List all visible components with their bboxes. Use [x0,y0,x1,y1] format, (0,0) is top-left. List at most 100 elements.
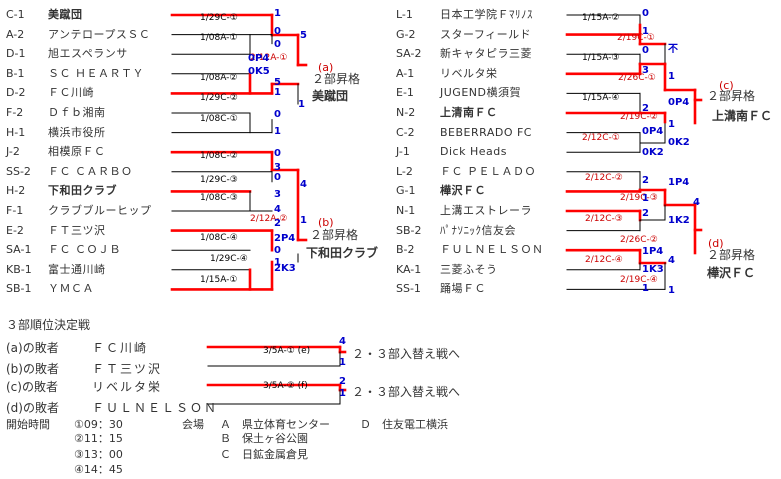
seed-code: SS-2 [6,164,31,178]
match-label: 2/19C-① [617,33,655,43]
playoff-team: リベルタ栄 [92,380,163,394]
team-name: Ｄｆｂ湘南 [48,106,106,119]
match-label: 3/5A-② (f) [263,381,308,391]
score-label: 5 [274,77,281,88]
team-name: ＹＭＣＡ [48,282,94,296]
match-label: 2/12C-① [582,133,620,143]
match-label: 1/15A-④ [582,93,620,103]
promotion-label: (a) [318,61,334,74]
match-label: 1/08C-② [200,151,238,161]
score-label: 1 [642,283,649,294]
seed-code: A-1 [396,66,415,80]
team-name: ＦＣ ＰＥＬＡＤＯ [440,164,536,178]
team-name: クラブブルーヒップ [48,204,152,217]
match-label: 1/08C-④ [200,233,238,243]
score-label: 0 [274,245,281,256]
seed-code: C-1 [6,8,25,21]
venue-item: Ｂ 保土ヶ谷公園 [220,432,308,445]
team-name: 日本工学院Ｆﾏﾘﾉｽ [440,8,533,21]
venue-item: Ｄ 住友電工横浜 [360,418,448,431]
score-label: 1K2 [668,215,690,226]
seed-code: D-2 [6,86,26,100]
team-name: 相模原ＦＣ [48,145,106,159]
score-label: 2 [642,208,649,219]
team-name: Dick Heads [440,145,507,159]
venue-title: 会場 [182,418,204,431]
match-label: 2/12C-③ [585,214,623,224]
score-label: 1 [668,285,675,296]
promotion-label: (d) [708,237,724,250]
team-name: 美蹴団 [48,8,83,21]
score-label: 1 [642,193,649,204]
team-name: 上清南ＦＣ [440,106,498,119]
match-label: 2/26C-① [618,73,656,83]
score-label: 3 [642,65,649,76]
time-slot: ②11：15 [74,432,123,445]
seed-code: B-2 [396,243,415,257]
match-label: 2/12C-④ [585,255,623,265]
score-label: 1 [274,87,281,98]
score-label: 4 [339,336,346,347]
score-label: 1 [274,8,281,19]
score-label: 0 [642,8,649,19]
time-title: 開始時間 [6,418,50,431]
score-label: 1 [274,257,281,268]
seed-code: J-1 [396,145,410,159]
seed-code: L-1 [396,8,413,21]
score-label: 1 [298,99,305,110]
score-label: 1 [668,71,675,82]
playoff-slot: (a)の敗者 [6,341,59,355]
team-name: ＦＣ ＣＡＲＢＯ [48,164,133,178]
score-label: 0 [274,109,281,120]
team-name: ＦＣ ＣＯＪＢ [48,243,121,257]
playoff-team: ＦＵＬＮＥＬＳＯＮ [92,401,219,415]
promotion-label: 下和田クラブ [306,246,379,260]
match-label: 1/15A-③ [582,53,620,63]
promotion-label: ２部昇格 [312,72,361,86]
score-label: 2 [642,103,649,114]
promotion-label: 美蹴団 [312,89,349,103]
score-label: 1 [274,126,281,137]
score-label: 0K2 [668,137,690,148]
score-label: 0K2 [642,147,664,158]
score-label: 0P4 [642,126,664,137]
team-name: ﾊﾟﾅｿﾆｯｸ信友会 [440,223,516,237]
promotion-label: ２部昇格 [707,248,756,262]
match-label: 1/29C-③ [200,175,238,185]
seed-code: H-1 [6,125,26,139]
match-label: 1/29C-① [200,13,238,23]
score-label: 0P4 [248,53,270,64]
score-label: 2 [642,175,649,186]
team-name: 下和田クラブ [48,184,117,198]
seed-code: N-1 [396,204,416,217]
playoff-slot: (d)の敗者 [6,401,59,415]
seed-code: A-2 [6,27,25,41]
score-label: 1 [339,388,346,399]
score-label: 0 [642,45,649,56]
match-label: 2/19C-② [620,112,658,122]
match-label: 3/5A-① (e) [263,346,311,356]
team-name: ＳＣ ＨＥＡＲＴＹ [48,66,144,80]
seed-code: F-1 [6,204,24,217]
match-label: 1/08C-① [200,114,238,124]
score-label: 0P4 [668,97,690,108]
seed-code: SA-2 [396,47,422,61]
score-label: 0K5 [248,66,270,77]
team-name: ＦＣ川崎 [48,86,94,100]
score-label: 0 [274,148,281,159]
team-name: 横浜市役所 [48,125,106,139]
venue-item: Ｃ 日鉱金属倉見 [220,448,308,461]
playoff-result: ２・３部入替え戦へ [352,385,461,399]
seed-code: L-2 [396,164,413,178]
score-label: 1 [300,215,307,226]
score-label: 0 [274,172,281,183]
score-label: 1 [642,26,649,37]
score-label: 4 [693,197,700,208]
score-label: 2P4 [274,233,296,244]
playoff-title: ３部順位決定戦 [6,318,91,332]
time-slot: ④14：45 [74,463,123,476]
seed-code: F-2 [6,106,24,119]
team-name: 踊場ＦＣ [440,282,486,296]
team-name: アンテロープスＳＣ [48,27,151,41]
promotion-label: 上溝南ＦＣ [712,109,773,123]
